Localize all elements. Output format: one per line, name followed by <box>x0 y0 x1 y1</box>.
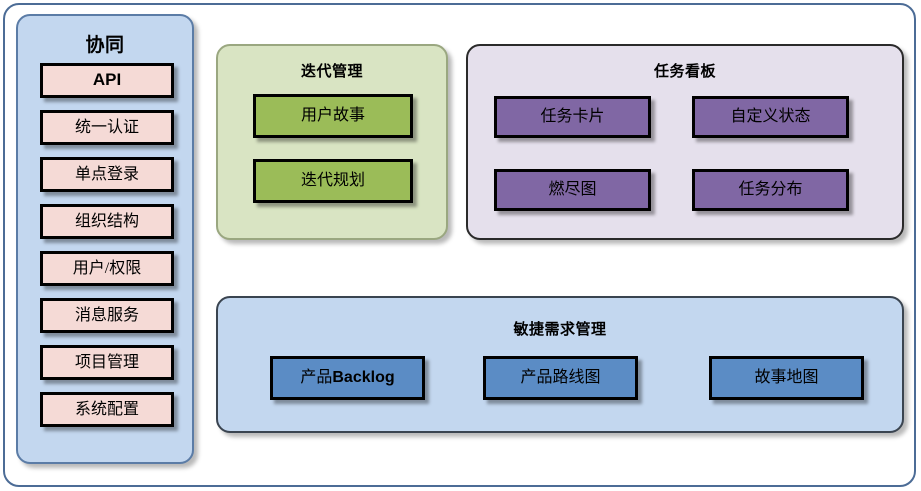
item-user-story[interactable]: 用户故事 <box>253 94 413 138</box>
item-burndown-chart[interactable]: 燃尽图 <box>494 169 651 211</box>
panel-agile-requirements[interactable]: 敏捷需求管理 产品Backlog 产品路线图 故事地图 <box>216 296 904 433</box>
panel-iteration-management[interactable]: 迭代管理 用户故事 迭代规划 <box>216 44 448 240</box>
item-message-service-label: 消息服务 <box>74 306 139 324</box>
item-system-config[interactable]: 系统配置 <box>40 392 174 427</box>
panel-iteration-management-title: 迭代管理 <box>300 63 363 80</box>
item-user-permission-label: 用户/权限 <box>72 259 142 277</box>
item-api-label: API <box>92 70 122 90</box>
item-product-backlog-suffix: Backlog <box>332 369 395 387</box>
item-product-backlog-label: 产品Backlog <box>300 369 394 387</box>
item-single-sign-on-label: 单点登录 <box>74 165 139 183</box>
item-project-management[interactable]: 项目管理 <box>40 345 174 380</box>
panel-agile-requirements-title: 敏捷需求管理 <box>513 321 607 338</box>
item-task-card-label: 任务卡片 <box>540 108 605 126</box>
item-story-map-label: 故事地图 <box>754 369 819 387</box>
item-custom-status[interactable]: 自定义状态 <box>692 96 849 138</box>
panel-taskboard-title: 任务看板 <box>653 63 716 80</box>
item-product-backlog[interactable]: 产品Backlog <box>270 356 425 400</box>
item-product-roadmap-label: 产品路线图 <box>520 369 601 387</box>
item-task-distribution[interactable]: 任务分布 <box>692 169 849 211</box>
item-api[interactable]: API <box>40 63 174 98</box>
item-task-distribution-label: 任务分布 <box>738 181 803 199</box>
item-org-structure[interactable]: 组织结构 <box>40 204 174 239</box>
item-task-card[interactable]: 任务卡片 <box>494 96 651 138</box>
item-unified-auth-label: 统一认证 <box>74 118 139 136</box>
panel-taskboard[interactable]: 任务看板 任务卡片 自定义状态 燃尽图 任务分布 <box>466 44 904 240</box>
item-story-map[interactable]: 故事地图 <box>709 356 864 400</box>
item-message-service[interactable]: 消息服务 <box>40 298 174 333</box>
item-unified-auth[interactable]: 统一认证 <box>40 110 174 145</box>
item-product-roadmap[interactable]: 产品路线图 <box>483 356 638 400</box>
item-user-permission[interactable]: 用户/权限 <box>40 251 174 286</box>
item-product-backlog-prefix: 产品 <box>300 369 333 387</box>
item-system-config-label: 系统配置 <box>74 400 139 418</box>
item-single-sign-on[interactable]: 单点登录 <box>40 157 174 192</box>
item-custom-status-label: 自定义状态 <box>730 108 811 126</box>
item-project-management-label: 项目管理 <box>74 353 139 371</box>
item-iteration-planning[interactable]: 迭代规划 <box>253 159 413 203</box>
panel-collaboration-title: 协同 <box>85 35 125 56</box>
panel-collaboration[interactable]: 协同 API 统一认证 单点登录 组织结构 用户/权限 消息服务 项目管理 系统… <box>16 14 194 464</box>
item-org-structure-label: 组织结构 <box>74 212 139 230</box>
item-user-story-label: 用户故事 <box>300 107 365 125</box>
item-burndown-chart-label: 燃尽图 <box>548 181 597 199</box>
item-iteration-planning-label: 迭代规划 <box>300 172 365 190</box>
